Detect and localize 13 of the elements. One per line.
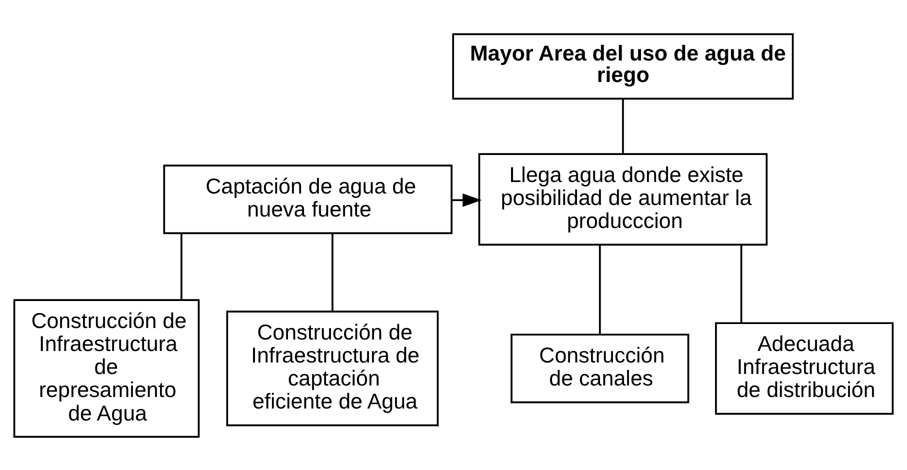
node-box: Adecuada Infraestructura de distribución <box>715 322 894 414</box>
node-box: Captación de agua de nueva fuente <box>163 164 452 234</box>
connector <box>622 98 624 154</box>
node-box: Construcción de Infraestructura de captación eficiente de Agua <box>226 310 439 426</box>
node-box: Construcción de Infraestructura de represamiento de Agua <box>13 298 200 438</box>
connector <box>180 233 182 299</box>
arrow <box>452 192 482 206</box>
node-box: Construcción de canales <box>510 333 690 403</box>
connector <box>598 244 601 334</box>
node-box: Llega agua donde existe posibilidad de aumentar la producccion <box>478 152 768 246</box>
connector <box>332 233 334 310</box>
node-box: Mayor Area del uso de agua de riego <box>452 32 794 100</box>
connector <box>740 244 742 322</box>
